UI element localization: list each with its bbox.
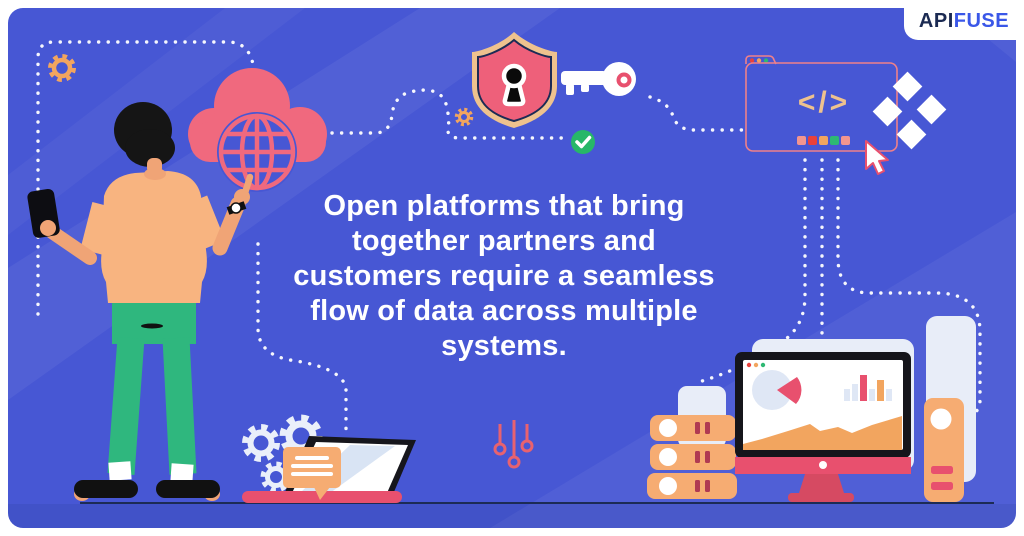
key-icon [561, 62, 636, 96]
shield-lock-icon [472, 32, 557, 128]
diamond-tiles-icon [872, 71, 947, 150]
headline-line: together partners and [352, 225, 656, 257]
pie-chart-icon [752, 370, 802, 410]
check-icon [571, 130, 595, 154]
card-background [8, 8, 1016, 528]
gear-icon [454, 107, 474, 127]
logo-text-fuse: FUSE [953, 9, 1010, 32]
logo-text-api: API [918, 9, 954, 32]
headline-line: systems. [441, 330, 567, 362]
globe-icon [218, 113, 296, 191]
bar-chart-icon [844, 375, 892, 401]
mouse-cursor-icon [865, 140, 889, 175]
code-window-icon [745, 55, 898, 152]
headline-line: customers require a seamless [293, 260, 715, 292]
connector-pins-icon [493, 420, 534, 469]
gear-icon [48, 54, 76, 82]
headline-line: flow of data across multiple [310, 295, 698, 327]
tower-pc-icon [924, 398, 964, 502]
code-glyph: </> [797, 86, 851, 119]
area-chart-icon [743, 416, 902, 450]
headline: Open platforms that bring together partn… [273, 189, 735, 364]
monitor-icon [735, 352, 911, 502]
headline-line: Open platforms that bring [323, 190, 685, 222]
laptop-scene [242, 414, 416, 503]
person-figure [27, 102, 254, 501]
speech-bubble-icon [283, 447, 341, 500]
server-stack-icon [647, 415, 737, 499]
data-center-scene [647, 316, 976, 502]
dotted-flow-paths [36, 40, 982, 436]
